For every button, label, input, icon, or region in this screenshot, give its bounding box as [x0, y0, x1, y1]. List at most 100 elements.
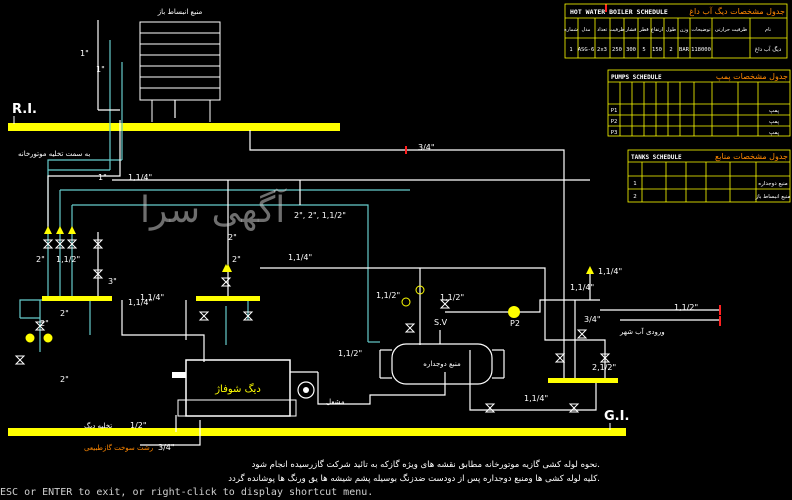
- tank-cell: منبع دوجداره: [758, 181, 787, 187]
- pipe-label: 1,1/2": [56, 255, 80, 264]
- hw-header-cell: طول: [666, 27, 676, 33]
- white-pipes: [47, 20, 720, 446]
- hw-cell: 2: [669, 47, 672, 53]
- hw-cell: 118000: [691, 47, 711, 53]
- pump-cell: پمپ: [769, 130, 780, 136]
- drain-label: تخلیه دیگ: [84, 421, 112, 430]
- watermark: آگهی سرا: [140, 190, 286, 231]
- hw-header-cell: وزن: [680, 27, 689, 33]
- valves: [14, 239, 611, 413]
- pipe-label: 3": [108, 277, 117, 286]
- hw-data-row: 1 ASG-6 2x3 250 300 5 150 2 BAR 118000 د…: [569, 46, 781, 53]
- pipe-label: 1,1/4": [140, 293, 164, 302]
- boiler: [172, 359, 315, 417]
- pipe-label: 1,1/2": [376, 291, 400, 300]
- pipe-labels: 1" 1" 1" 1,1/4" 3/4" 2", 2", 1,1/2" 1,1/…: [36, 49, 698, 452]
- hw-header-cell: ارتفاع: [651, 27, 663, 33]
- pumps-rows: P1 پمپ P2 پمپ P3 پمپ: [611, 108, 780, 136]
- pumps-title-en: PUMPS SCHEDULE: [611, 74, 662, 81]
- tank-top-label: منبع انبساط باز: [157, 8, 203, 16]
- pipe-label: 3/4": [158, 443, 175, 452]
- hw-cell: 1: [569, 47, 572, 53]
- pipe-label: 2": [60, 309, 69, 318]
- up-arrows: [44, 226, 594, 274]
- command-line[interactable]: ESC or ENTER to exit, or right-click to …: [0, 486, 792, 500]
- pipe-label: 1,1/4": [570, 283, 594, 292]
- hw-header-row: شماره مدل تعداد ظرفیت فشار قطر ارتفاع طو…: [564, 27, 771, 33]
- hw-cell: 150: [652, 47, 662, 53]
- pipe-label: 2": [228, 233, 237, 242]
- hw-header-cell: مدل: [582, 27, 591, 33]
- hw-header-cell: ظرفیت: [609, 27, 625, 33]
- gi-label: G.I.: [604, 409, 629, 424]
- pipe-label: 1,1/2": [440, 293, 464, 302]
- headers: [42, 296, 618, 383]
- header-middle: [196, 296, 260, 301]
- hw-header-cell: تعداد: [597, 27, 608, 33]
- pump-cell: P2: [611, 119, 618, 125]
- pipe-label: 2": [232, 255, 241, 264]
- hw-header-cell: نام: [765, 27, 771, 33]
- pumps-title-fa: جدول مشخصات پمپ: [716, 72, 788, 81]
- note-2: کلیه لوله کشی ها ومنبع دوجداره پس از دود…: [228, 473, 600, 484]
- storage-tank: [379, 330, 505, 385]
- ceiling-note: به سمت تخلیه موتورخانه: [18, 150, 90, 158]
- tanks-rows: 1 منبع دوجداره 2 منبع انبساط باز: [633, 181, 790, 200]
- pipe-label: 1,1/4": [128, 173, 152, 182]
- pipe-label: 3/4": [584, 315, 601, 324]
- pipe-label: 3/4": [418, 143, 435, 152]
- hw-header-cell: توضیحات: [691, 27, 711, 33]
- burner-label: مشعل: [326, 398, 345, 406]
- hw-cell: BAR: [679, 47, 690, 53]
- hw-cell: 300: [626, 47, 636, 53]
- storage-label: منبع دوجداره: [423, 360, 461, 368]
- ri-label: R.I.: [12, 102, 37, 117]
- hw-header-cell: قطر: [638, 27, 649, 33]
- pipe-label: 1,1/4": [128, 298, 152, 307]
- tank-cell: 2: [633, 194, 637, 200]
- pump-p2: [508, 306, 520, 318]
- pipe-label: 2": [40, 319, 49, 328]
- pipe-label: 1/2": [130, 421, 147, 430]
- tanks-schedule-table: [627, 149, 791, 203]
- hw-cell: 250: [612, 47, 622, 53]
- pipe-label: 1,1/2": [674, 303, 698, 312]
- hw-cell: ASG-6: [578, 47, 595, 53]
- hw-title-en: HOT WATER BOILER SCHEDULE: [570, 8, 668, 16]
- pipe-label: 1,1/4": [598, 267, 622, 276]
- pumps-schedule-table: [607, 69, 791, 137]
- tanks-title-en: TANKS SCHEDULE: [631, 154, 682, 161]
- burner-icon: [297, 381, 315, 399]
- tanks-title-fa: جدول مشخصات منابع: [715, 152, 788, 161]
- gauges: [25, 285, 425, 343]
- hw-header-cell: ظرفیت حرارتی: [715, 27, 747, 33]
- header-right: [548, 378, 618, 383]
- expansion-tank: [139, 21, 221, 122]
- hw-header-cell: فشار: [625, 27, 637, 33]
- hw-schedule-table: [564, 3, 788, 59]
- pump-cell: P1: [611, 108, 618, 114]
- header-left: [42, 296, 112, 301]
- pipe-label: 2", 2", 1,1/2": [294, 211, 346, 220]
- hw-title-fa: جدول مشخصات دیگ آب داغ: [689, 6, 785, 16]
- tank-cell: 1: [633, 181, 637, 187]
- pump-cell: پمپ: [769, 108, 780, 114]
- pipe-label: 1": [96, 65, 105, 74]
- red-marks: [405, 4, 721, 326]
- pump-cell: پمپ: [769, 119, 780, 125]
- hw-header-cell: شماره: [564, 27, 578, 33]
- hw-cell: 5: [642, 47, 645, 53]
- pipe-label: 1,1/4": [288, 253, 312, 262]
- pipe-label: 2,1/2": [592, 363, 616, 372]
- pipe-label: 2": [60, 375, 69, 384]
- pipe-label: 1,1/2": [338, 349, 362, 358]
- pump-label: P2: [510, 319, 520, 328]
- gas-label: رشت سوخت گازطبیعی: [84, 443, 153, 452]
- pump-cell: P3: [611, 130, 618, 136]
- pipe-label: 1": [80, 49, 89, 58]
- pipe-label: 1": [98, 173, 107, 182]
- pipe-label: 2": [36, 255, 45, 264]
- water-inlet-label: ورودی آب شهر: [619, 327, 665, 336]
- pipe-label: 1,1/4": [524, 394, 548, 403]
